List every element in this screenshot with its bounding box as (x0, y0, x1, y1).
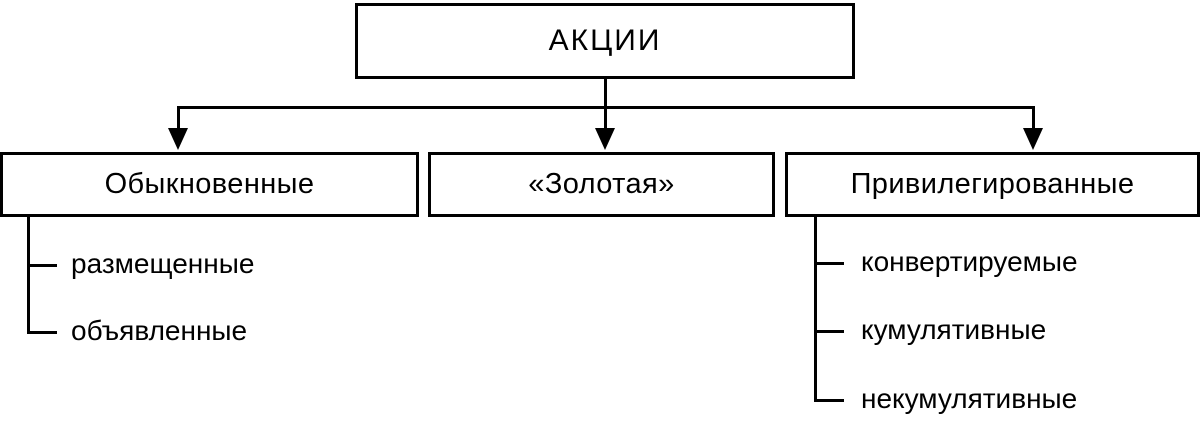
connector-tick-preferred-1 (814, 330, 844, 333)
leaf-preferred-1: кумулятивные (861, 314, 1047, 345)
node-root-label: АКЦИИ (548, 24, 662, 57)
arrow-down-icon-common (168, 128, 188, 150)
connector-root-trunk (604, 79, 607, 108)
node-preferred-shares[interactable]: Привилегированные (785, 152, 1200, 217)
node-golden-label: «Золотая» (528, 168, 675, 200)
connector-tick-common-0 (27, 264, 57, 267)
node-common-label: Обыкновенные (104, 168, 315, 200)
connector-tick-common-1 (27, 331, 57, 334)
arrow-down-icon-golden (595, 128, 615, 150)
leaf-preferred-0: конвертируемые (861, 246, 1078, 277)
connector-stem-preferred (1032, 108, 1035, 130)
connector-bracket-common (27, 217, 30, 334)
node-common-shares[interactable]: Обыкновенные (0, 152, 419, 217)
leaf-common-1: объявленные (71, 315, 248, 346)
node-golden-share[interactable]: «Золотая» (428, 152, 775, 217)
connector-stem-common (177, 108, 180, 130)
connector-tick-preferred-0 (814, 262, 844, 265)
connector-stem-golden (604, 108, 607, 130)
connector-tick-preferred-2 (814, 399, 844, 402)
leaf-preferred-2: некумулятивные (861, 383, 1078, 414)
connector-bracket-preferred (814, 217, 817, 402)
node-preferred-label: Привилегированные (850, 168, 1135, 200)
arrow-down-icon-preferred (1023, 128, 1043, 150)
node-root-shares[interactable]: АКЦИИ (355, 3, 855, 79)
connector-distribution-bar (177, 106, 1035, 109)
leaf-common-0: размещенные (71, 248, 255, 279)
